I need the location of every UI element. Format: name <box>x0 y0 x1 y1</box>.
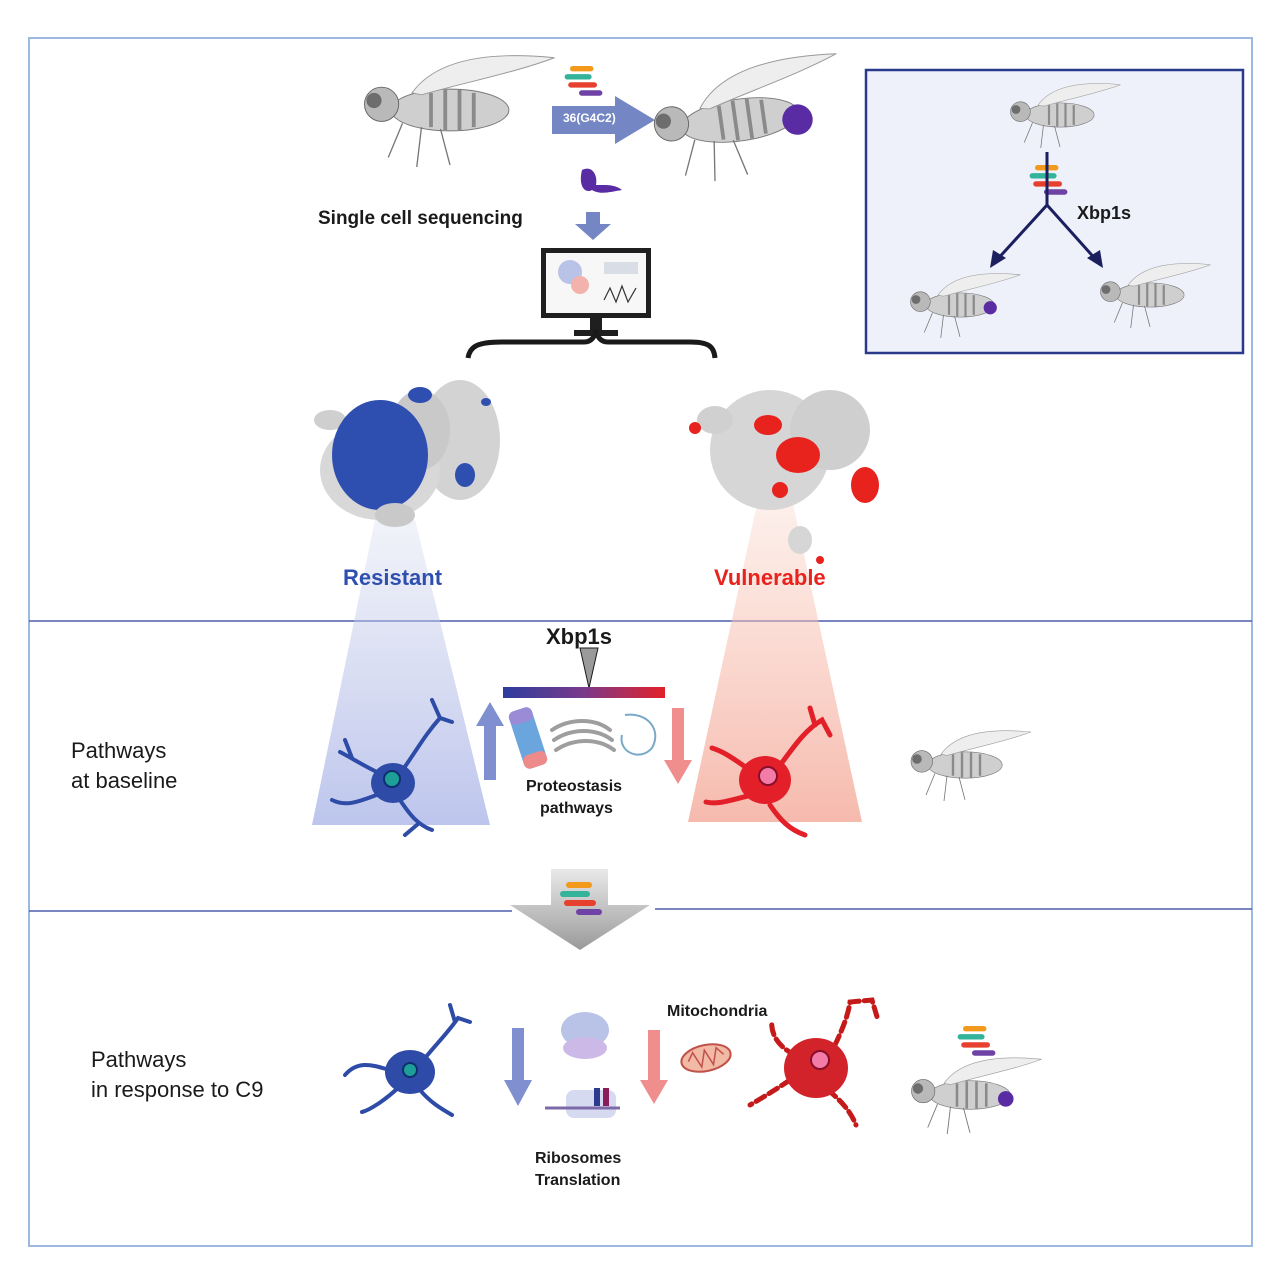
split-brace <box>465 329 718 359</box>
proteostasis-label-line2: pathways <box>540 800 613 817</box>
ribosome-icon <box>545 1012 620 1118</box>
response-repeats-icon <box>957 1026 996 1056</box>
xbp1s-gradient-bar <box>503 687 665 698</box>
autophagy-icon <box>620 713 657 756</box>
inset-arrowhead-left <box>990 250 1006 268</box>
resistant-neuron-baseline <box>330 698 454 837</box>
resistant-neuron-response <box>343 1003 472 1117</box>
outer-frame <box>28 37 1253 1247</box>
dissected-brain-icon <box>580 168 622 193</box>
resistant-cluster <box>314 380 500 527</box>
ribosomes-label-line1: Ribosomes <box>535 1150 622 1167</box>
construct-arrow <box>552 96 655 144</box>
vulnerable-down-arrow <box>664 708 692 784</box>
resistant-label: Resistant <box>343 565 443 590</box>
mitochondrion-icon <box>680 1043 732 1073</box>
repeats-icon-top <box>564 66 603 96</box>
inset-arrowhead-right <box>1087 250 1103 268</box>
baseline-row-label-line2: at baseline <box>71 768 178 793</box>
baseline-row-label-line1: Pathways <box>71 738 167 763</box>
vulnerable-beam <box>688 490 862 822</box>
inset-fly-sick <box>909 272 1022 340</box>
wildtype-fly <box>362 53 557 169</box>
proteasome-icon <box>508 707 548 769</box>
sequencing-arrow <box>575 212 611 240</box>
baseline-fly <box>909 729 1033 803</box>
response-fly <box>910 1056 1043 1136</box>
vulnerable-neuron-baseline <box>703 705 833 838</box>
vulnerable-cluster <box>689 390 879 564</box>
inset-arrow-right <box>1045 203 1100 264</box>
computer-monitor-icon <box>541 248 651 336</box>
resistant-beam <box>312 520 490 825</box>
proteostasis-label-line1: Proteostasis <box>526 778 623 795</box>
mitochondria-label: Mitochondria <box>667 1003 768 1020</box>
vulnerable-label: Vulnerable <box>714 565 826 590</box>
ribosomes-label-line2: Translation <box>535 1172 621 1189</box>
response-row-label-line1: Pathways <box>91 1047 187 1072</box>
ribosome-down-arrow <box>504 1028 532 1106</box>
inset-arrow-left <box>993 203 1049 264</box>
response-row-label-line2: in response to C9 <box>91 1077 264 1102</box>
resistant-up-arrow <box>476 702 504 780</box>
mito-down-arrow <box>640 1030 668 1104</box>
xbp1s-gradient-label: Xbp1s <box>546 624 613 649</box>
construct-label: 36(G4C2) <box>563 111 616 125</box>
sequencing-label: Single cell sequencing <box>318 208 523 229</box>
vulnerable-neuron-response <box>747 997 881 1128</box>
xbp1s-pointer-icon <box>579 647 599 689</box>
inset-xbp1s-label: Xbp1s <box>1077 203 1132 223</box>
er-icon <box>550 719 616 752</box>
c9-fly <box>645 49 854 191</box>
